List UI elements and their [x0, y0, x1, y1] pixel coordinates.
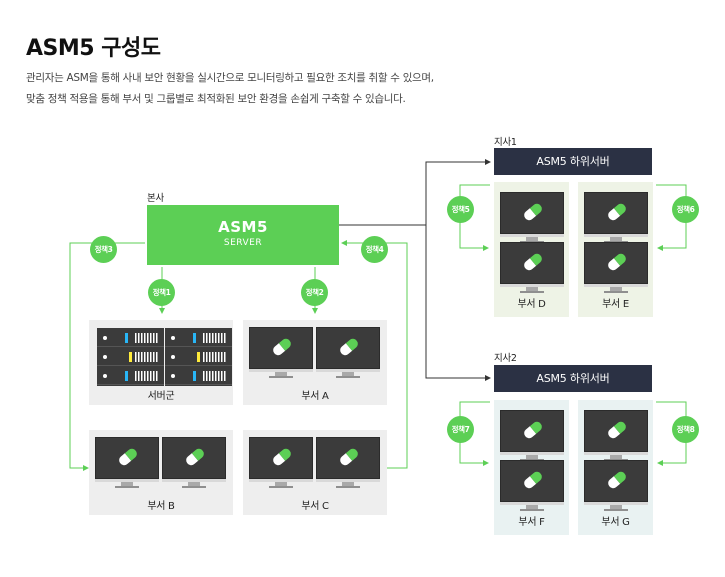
computer-icon	[249, 327, 313, 379]
computer-icon	[316, 327, 380, 379]
branch1-label: 지사1	[494, 137, 517, 148]
policy-8-badge: 정책8	[672, 416, 699, 443]
description-line-2: 맞춤 정책 적용을 통해 부서 및 그룹별로 최적화된 보안 환경을 손쉽게 구…	[26, 93, 406, 105]
dept-f-panel: 부서 F	[494, 400, 569, 535]
policy-4-badge: 정책4	[361, 236, 388, 263]
page-title: ASM5 구성도	[26, 36, 161, 61]
dept-a-panel: 부서 A	[243, 320, 387, 405]
server-group-label: 서버군	[147, 391, 175, 402]
policy-3-badge: 정책3	[90, 236, 117, 263]
dept-d-panel: 부서 D	[494, 182, 569, 317]
computer-icon	[584, 242, 648, 294]
dept-g-label: 부서 G	[601, 517, 630, 528]
computer-icon	[500, 242, 564, 294]
computer-icon	[316, 437, 380, 489]
description-line-1: 관리자는 ASM을 통해 사내 보안 현황을 실시간으로 모니터링하고 필요한 …	[26, 72, 434, 84]
server-group-panel: 서버군	[89, 320, 233, 405]
computer-icon	[162, 437, 226, 489]
dept-b-panel: 부서 B	[89, 430, 233, 515]
hq-server: ASM5 SERVER	[147, 205, 339, 265]
dept-g-panel: 부서 G	[578, 400, 653, 535]
policy-2-badge: 정책2	[301, 279, 328, 306]
dept-d-label: 부서 D	[517, 299, 546, 310]
dept-b-label: 부서 B	[147, 501, 175, 512]
hq-server-title: ASM5	[218, 218, 268, 236]
computer-icon	[500, 410, 564, 462]
dept-e-label: 부서 E	[602, 299, 629, 310]
dept-e-panel: 부서 E	[578, 182, 653, 317]
dept-f-label: 부서 F	[518, 517, 545, 528]
computer-icon	[500, 192, 564, 244]
branch2-label: 지사2	[494, 353, 517, 364]
computer-icon	[584, 192, 648, 244]
dept-a-label: 부서 A	[301, 391, 329, 402]
branch2-server: ASM5 하위서버	[494, 365, 652, 392]
policy-5-badge: 정책5	[447, 196, 474, 223]
computer-icon	[584, 460, 648, 512]
hq-server-sub: SERVER	[223, 238, 263, 248]
computer-icon	[249, 437, 313, 489]
dept-c-label: 부서 C	[301, 501, 329, 512]
branch1-server: ASM5 하위서버	[494, 148, 652, 175]
computer-icon	[95, 437, 159, 489]
dept-c-panel: 부서 C	[243, 430, 387, 515]
policy-1-badge: 정책1	[148, 279, 175, 306]
page-description: 관리자는 ASM을 통해 사내 보안 현황을 실시간으로 모니터링하고 필요한 …	[26, 68, 434, 110]
computer-icon	[500, 460, 564, 512]
computer-icon	[584, 410, 648, 462]
policy-6-badge: 정책6	[672, 196, 699, 223]
server-rack-icon	[97, 328, 164, 386]
hq-label: 본사	[147, 193, 164, 204]
policy-7-badge: 정책7	[447, 416, 474, 443]
server-rack-icon	[165, 328, 232, 386]
